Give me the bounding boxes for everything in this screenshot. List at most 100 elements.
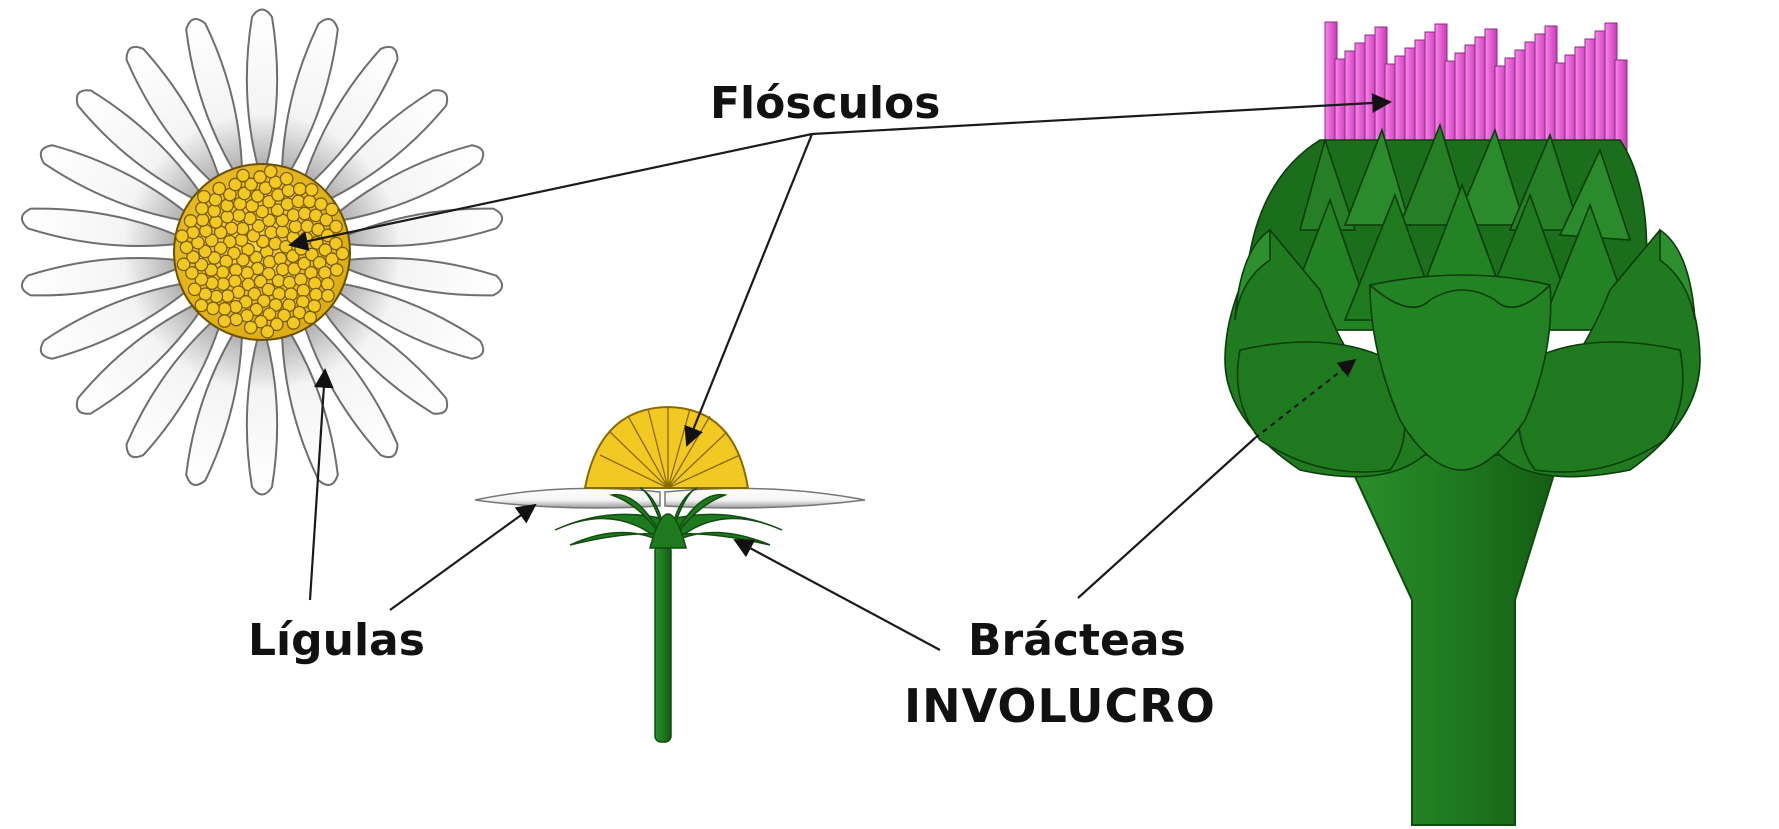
ligula-petal bbox=[280, 18, 339, 189]
disc-floret bbox=[309, 287, 323, 302]
involucre-bracts bbox=[1224, 122, 1701, 478]
disc-floret bbox=[329, 263, 344, 277]
ligula-petal bbox=[125, 45, 227, 197]
disc-floret bbox=[296, 283, 311, 298]
disc-floret bbox=[263, 164, 278, 179]
disc-floret bbox=[253, 170, 267, 184]
disc-floret bbox=[229, 312, 244, 327]
disc-floret bbox=[232, 208, 246, 223]
disc-floret bbox=[260, 324, 275, 339]
disc-floret bbox=[304, 182, 319, 197]
ligula-petal bbox=[75, 89, 212, 209]
disc-floret bbox=[183, 214, 198, 228]
disc-floret bbox=[237, 186, 252, 201]
stem bbox=[654, 544, 672, 743]
disc-floret bbox=[329, 236, 343, 251]
label-involucro: INVOLUCRO bbox=[904, 679, 1216, 733]
thistle-stalk bbox=[1343, 454, 1562, 826]
leader-ligulas-to-side-ligule bbox=[389, 503, 537, 611]
ligula-petal bbox=[297, 45, 399, 197]
label-flosculos: Flósculos bbox=[710, 78, 940, 129]
ligula-petals bbox=[20, 8, 504, 496]
disc-floret bbox=[281, 183, 296, 198]
disc-floret bbox=[175, 229, 189, 244]
disc-floret bbox=[288, 219, 303, 234]
disc-floret bbox=[302, 194, 317, 209]
label-bracteas: Brácteas bbox=[968, 615, 1186, 666]
disc-floret bbox=[277, 308, 291, 323]
disc-floret bbox=[197, 189, 211, 204]
daisy-side-view bbox=[474, 405, 866, 743]
disc-floret bbox=[297, 256, 311, 271]
disc-floret bbox=[275, 262, 290, 277]
ligula-petal bbox=[312, 295, 449, 415]
disc-floret bbox=[317, 265, 332, 280]
disc-floret bbox=[195, 201, 209, 216]
disc-floret bbox=[187, 282, 202, 297]
disc-floret bbox=[244, 177, 258, 192]
ligula-petal bbox=[327, 207, 504, 248]
disc-floret bbox=[286, 316, 301, 330]
leader-lines bbox=[288, 93, 1392, 651]
disc-floret bbox=[284, 287, 298, 302]
ligula-petal bbox=[39, 279, 202, 360]
disc-floret bbox=[325, 202, 339, 217]
disc-floret bbox=[270, 203, 285, 217]
disc-floret bbox=[220, 289, 235, 303]
thistle-head-section bbox=[1224, 21, 1701, 826]
disc-floret bbox=[176, 257, 191, 272]
disc-floret bbox=[228, 299, 243, 314]
ligula-petal bbox=[75, 295, 212, 415]
label-ligulas: Lígulas bbox=[248, 615, 425, 666]
disc-floret bbox=[240, 266, 255, 280]
disc-floret bbox=[279, 171, 294, 186]
disc-floret bbox=[194, 298, 209, 313]
disc-floret bbox=[243, 320, 258, 335]
disc-floret bbox=[255, 204, 270, 219]
ligula-petal bbox=[20, 256, 197, 297]
disc-floret bbox=[268, 298, 283, 312]
ligula-petal bbox=[312, 89, 449, 209]
disc-floret bbox=[254, 314, 268, 329]
disc-floret bbox=[220, 209, 235, 224]
disc-floret bbox=[308, 276, 322, 291]
disc-floret bbox=[209, 289, 224, 304]
disc-floret bbox=[314, 197, 328, 212]
ligula-petal bbox=[245, 318, 279, 496]
side-ligule-right bbox=[664, 487, 866, 509]
disc-floret bbox=[186, 250, 200, 264]
disc-floret bbox=[213, 241, 228, 256]
side-florets bbox=[583, 405, 750, 489]
disc-floret bbox=[236, 168, 250, 183]
disc-floret bbox=[207, 204, 222, 218]
disc-floret bbox=[222, 234, 237, 249]
ligula-petal bbox=[20, 207, 197, 248]
disc-floret bbox=[217, 314, 232, 328]
disc-floret bbox=[318, 243, 333, 257]
disc-floret bbox=[256, 294, 271, 308]
ligula-petal bbox=[327, 256, 504, 297]
ligula-petal bbox=[185, 18, 244, 189]
ligula-petal bbox=[125, 307, 227, 459]
disc-floret bbox=[319, 212, 334, 227]
ligula-petal bbox=[39, 144, 202, 225]
disc-floret bbox=[195, 213, 210, 227]
leader-ligulas-to-daisy-petal bbox=[308, 368, 334, 601]
disc-floret bbox=[209, 215, 223, 229]
disc-floret bbox=[320, 277, 335, 291]
disc-floret bbox=[228, 177, 243, 192]
disc-floret bbox=[262, 194, 276, 209]
disc-floret bbox=[291, 194, 306, 209]
disc-floret bbox=[247, 287, 262, 301]
ligula-petal bbox=[322, 144, 485, 225]
disc-floret bbox=[262, 307, 277, 322]
disc-floret bbox=[212, 181, 227, 196]
disc-floret bbox=[215, 265, 230, 280]
disc-floret bbox=[264, 225, 279, 240]
disc-floret bbox=[303, 310, 318, 325]
disc-floret bbox=[307, 299, 322, 313]
ligula-petal bbox=[280, 315, 339, 486]
disc-floret bbox=[329, 219, 343, 234]
disc-floret bbox=[321, 288, 335, 303]
